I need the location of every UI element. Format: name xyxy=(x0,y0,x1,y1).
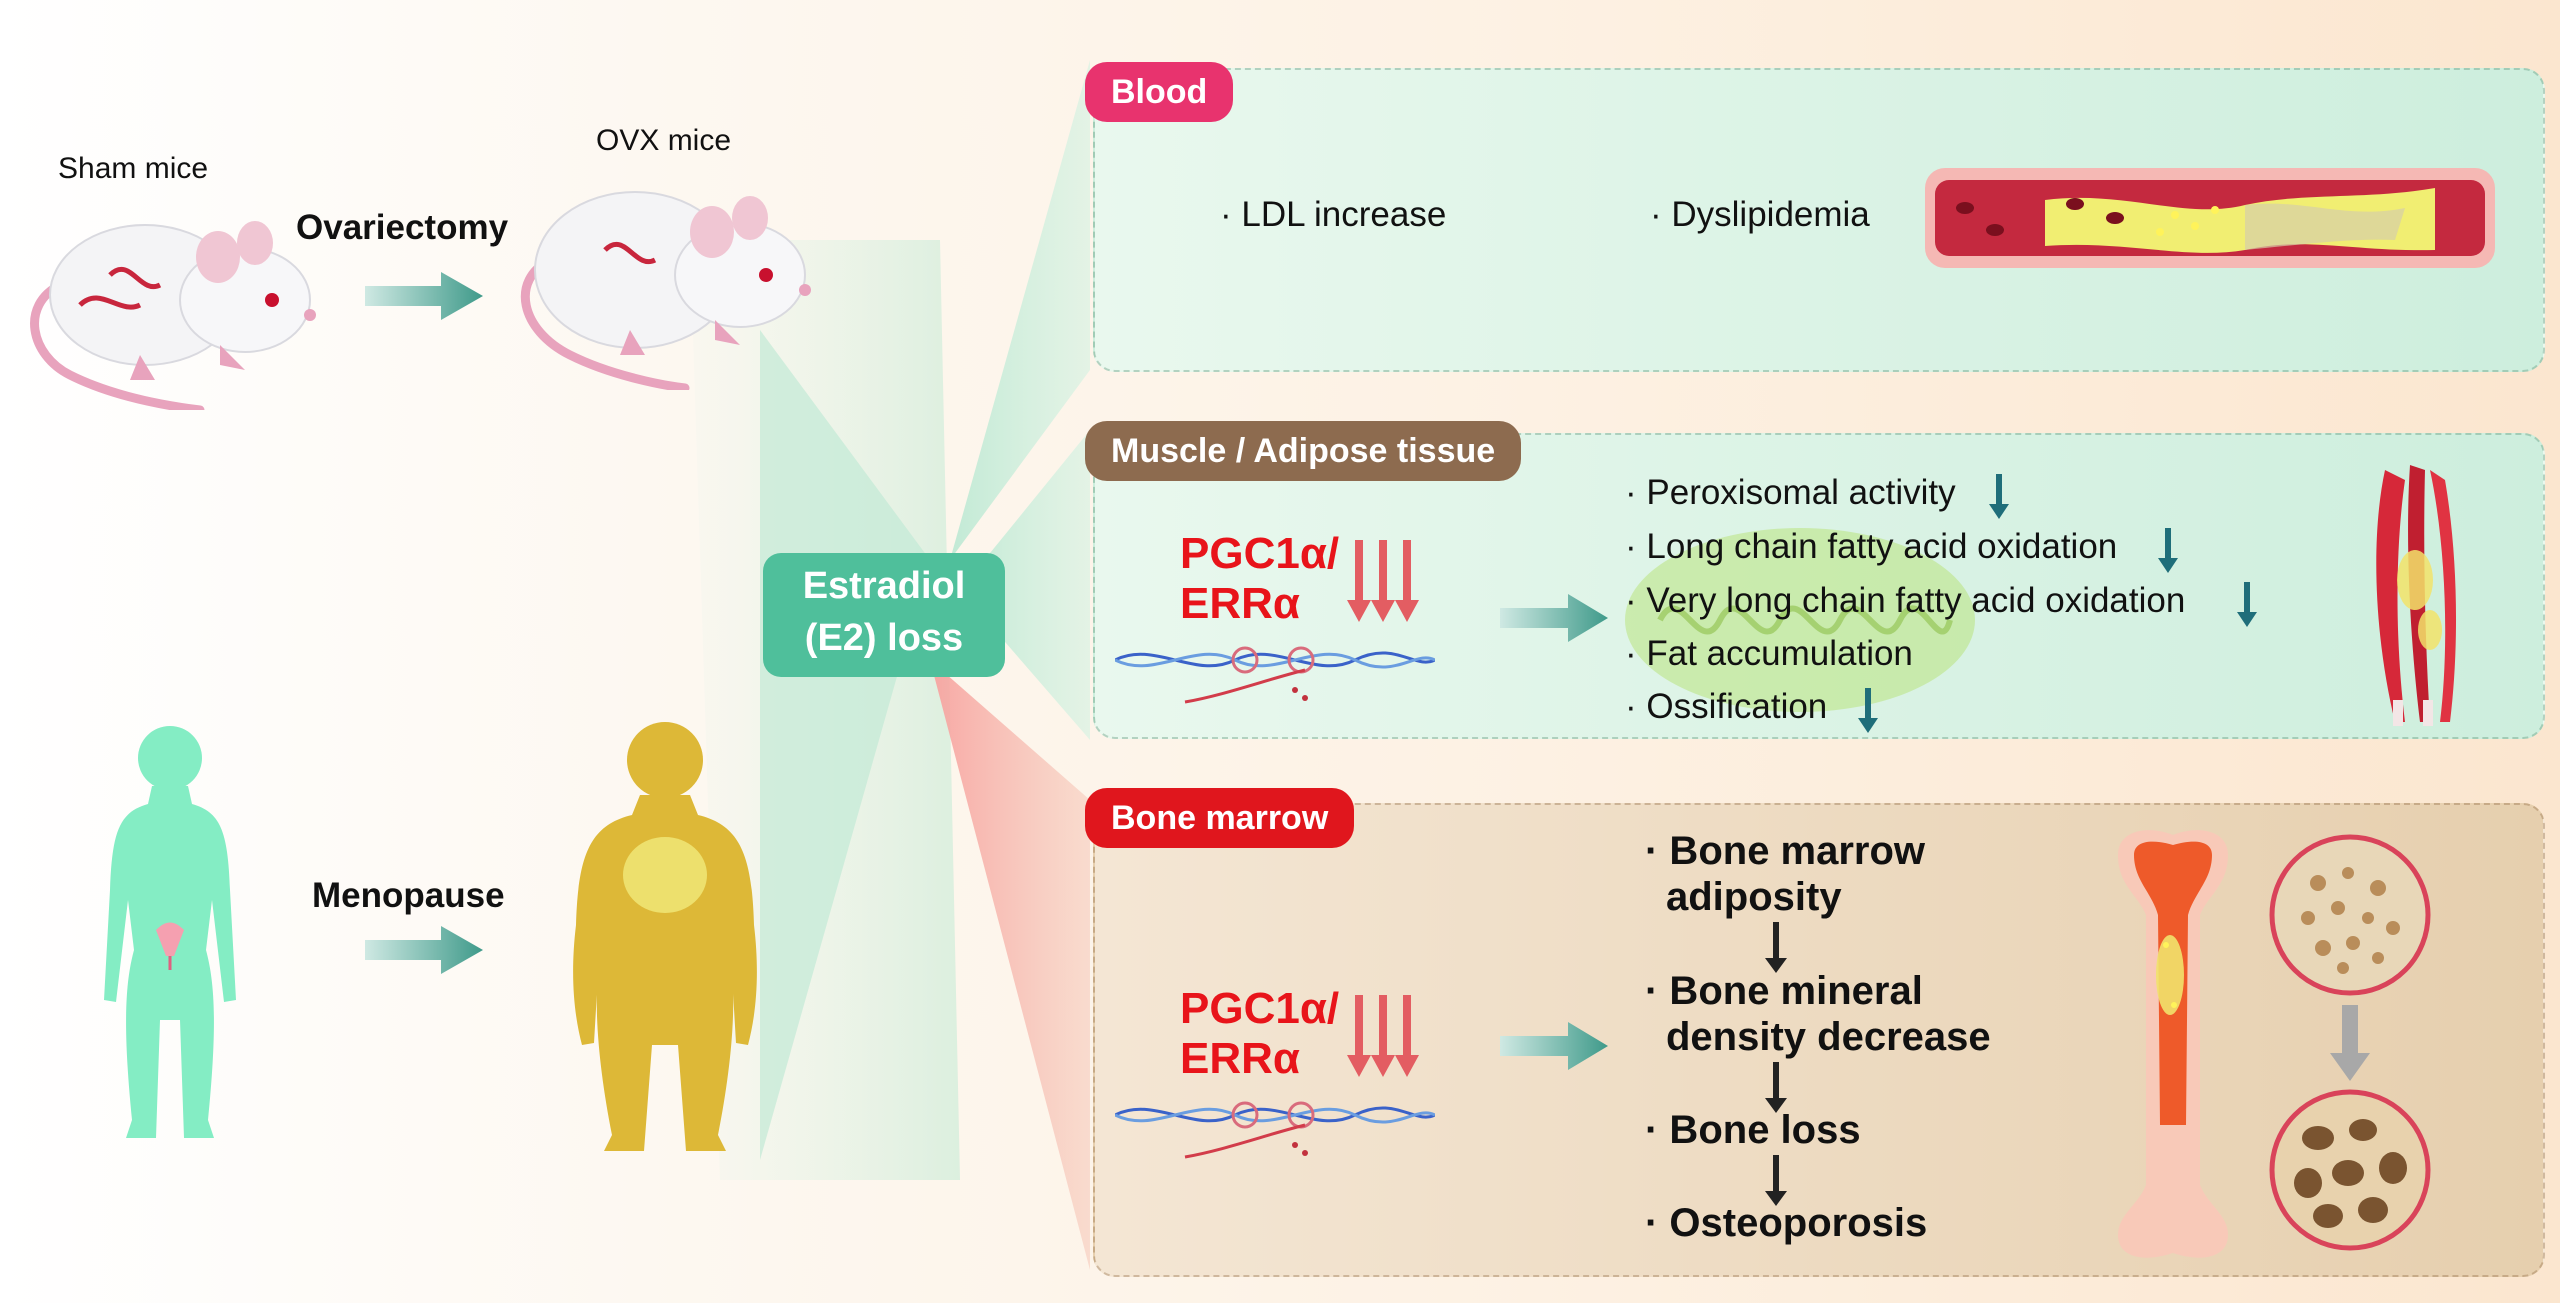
long-bone-illustration xyxy=(2118,830,2228,1258)
step-arrow-3-icon xyxy=(1765,1155,1787,1206)
bone-erra-label: ERRα xyxy=(1180,1034,1300,1083)
bone-mineral-density-line2: density decrease xyxy=(1666,1015,1991,1059)
bone-pgc1a-label: PGC1α/ xyxy=(1180,984,1340,1033)
ovariectomy-arrow xyxy=(365,272,483,320)
very-long-chain-oxidation-text: · Very long chain fatty acid oxidation xyxy=(1625,581,2186,620)
muscle-erra-label: ERRα xyxy=(1180,579,1300,628)
ossification-down-arrow-icon xyxy=(1858,688,1878,733)
peroxisomal-activity-text: · Peroxisomal activity xyxy=(1625,473,1956,512)
step-arrow-1-icon xyxy=(1765,922,1787,973)
estradiol-loss-box xyxy=(763,553,1005,677)
sham-mouse-illustration xyxy=(30,221,316,410)
muscle-pgc1a-label: PGC1α/ xyxy=(1180,529,1340,578)
menopause-arrow xyxy=(365,926,483,974)
bone-dna-illustration xyxy=(1115,1101,1435,1159)
ldl-increase-text: · LDL increase xyxy=(1220,195,1447,234)
bone-mineral-density-line1: · Bone mineral xyxy=(1645,969,1923,1013)
long-chain-down-arrow-icon xyxy=(2158,528,2178,573)
muscle-dna-illustration xyxy=(1115,646,1435,704)
osteoporosis-text: · Osteoporosis xyxy=(1645,1201,1928,1245)
muscle-down-arrows xyxy=(1347,540,1419,622)
blood-vessel-illustration xyxy=(1925,168,2495,268)
blood-tag: Blood xyxy=(1085,62,1234,122)
ovx-mice-label: OVX mice xyxy=(596,124,732,157)
peroxisomal-down-arrow-icon xyxy=(1989,474,2009,519)
bone-degradation-arrow xyxy=(2330,1005,2370,1081)
menopause-label: Menopause xyxy=(312,876,505,915)
dyslipidemia-text: · Dyslipidemia xyxy=(1650,195,1870,234)
bone-loss-text: · Bone loss xyxy=(1645,1108,1861,1152)
muscle-to-effects-arrow xyxy=(1500,594,1608,642)
bone-to-effects-arrow xyxy=(1500,1022,1608,1070)
estradiol-loss-line1: Estradiol xyxy=(802,565,966,607)
estradiol-loss-line2: (E2) loss xyxy=(804,617,964,659)
healthy-bone-section-icon xyxy=(2269,834,2431,996)
bone-marrow-tag: Bone marrow xyxy=(1085,788,1355,848)
fat-accumulation-text: · Fat accumulation xyxy=(1625,634,1913,673)
muscle-fiber-illustration xyxy=(2376,465,2457,726)
osteoporotic-bone-section-icon xyxy=(2269,1089,2431,1251)
step-arrow-2-icon xyxy=(1765,1062,1787,1113)
muscle-tag: Muscle / Adipose tissue xyxy=(1085,421,1522,481)
woman-silhouette xyxy=(104,726,236,1138)
bone-down-arrows xyxy=(1347,995,1419,1077)
bone-marrow-adiposity-line2: adiposity xyxy=(1666,875,1842,919)
sham-mice-label: Sham mice xyxy=(58,152,209,185)
ossification-text: · Ossification xyxy=(1625,687,1828,726)
mitochondria-illustration xyxy=(1625,528,1975,712)
obese-woman-silhouette xyxy=(573,722,757,1151)
long-chain-oxidation-text: · Long chain fatty acid oxidation xyxy=(1625,527,2118,566)
ovariectomy-label: Ovariectomy xyxy=(296,208,509,247)
very-long-chain-down-arrow-icon xyxy=(2237,582,2257,627)
bone-marrow-adiposity-line1: · Bone marrow xyxy=(1645,829,1926,873)
ovx-mouse-illustration xyxy=(520,191,811,390)
